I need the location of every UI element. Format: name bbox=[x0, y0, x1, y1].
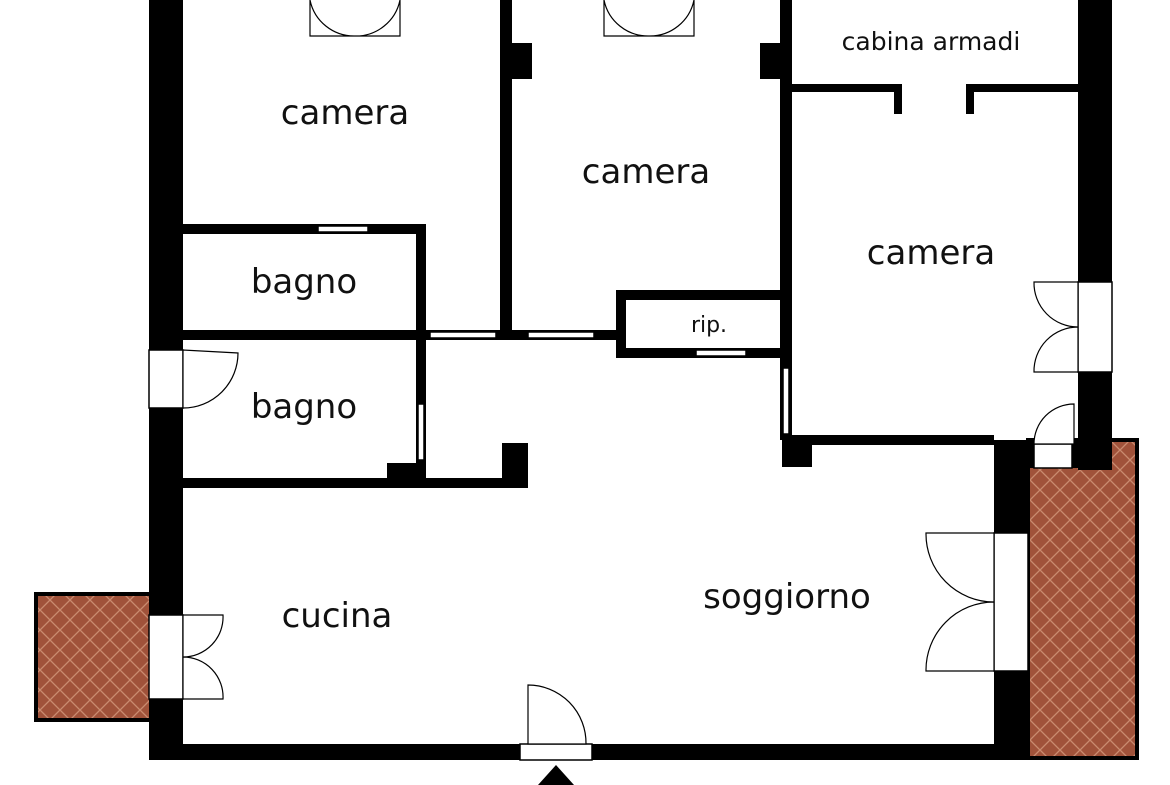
room-label-soggiorno: soggiorno bbox=[703, 577, 871, 617]
door-swing-entrance bbox=[527, 684, 587, 745]
door-balcony-opening bbox=[1033, 443, 1073, 469]
door-swing-camera1 bbox=[309, 0, 401, 37]
window-soggiorno bbox=[993, 532, 1029, 672]
room-label-bagno-1: bagno bbox=[251, 262, 357, 302]
wall-bagno-divider bbox=[183, 330, 623, 340]
wall-cabina-stub-right bbox=[966, 84, 974, 114]
window-bagno2-outer bbox=[148, 349, 184, 409]
room-label-bagno-2: bagno bbox=[251, 387, 357, 427]
window-bagno1 bbox=[317, 225, 369, 233]
room-label-ripostiglio: rip. bbox=[691, 313, 727, 338]
wall-outer-right-upper bbox=[1078, 0, 1112, 470]
wall-pillar-c bbox=[782, 435, 812, 467]
doorway-camera3 bbox=[782, 367, 790, 435]
room-label-camera-2: camera bbox=[582, 152, 710, 192]
wall-cabina-bottom-right bbox=[966, 84, 1078, 92]
doorway-camera2 bbox=[527, 331, 595, 339]
wall-bagno1-top bbox=[183, 224, 425, 234]
wall-rip-top bbox=[616, 290, 786, 300]
wall-cabina-stub-left bbox=[894, 84, 902, 114]
wall-pillar-e bbox=[502, 443, 528, 488]
door-swing-cucina bbox=[182, 614, 224, 700]
wall-camera3-bottom bbox=[792, 435, 994, 445]
door-swing-soggiorno bbox=[925, 532, 995, 672]
wall-pillar-d bbox=[387, 463, 417, 483]
window-camera3-outer bbox=[1077, 281, 1113, 373]
doorway-bagno2 bbox=[417, 403, 425, 461]
door-swing-balcony bbox=[1033, 403, 1075, 445]
wall-cabina-bottom-left bbox=[792, 84, 902, 92]
entrance-threshold bbox=[519, 743, 593, 761]
room-label-cabina-armadi: cabina armadi bbox=[842, 27, 1021, 56]
entrance-arrow-icon bbox=[538, 765, 574, 785]
wall-bagno1-right bbox=[416, 224, 426, 340]
window-rip bbox=[695, 349, 747, 357]
terrace-left bbox=[34, 592, 154, 722]
door-swing-camera2 bbox=[603, 0, 695, 37]
room-label-camera-1: camera bbox=[281, 93, 409, 133]
door-swing-bagno2 bbox=[182, 349, 239, 409]
wall-pillar-a bbox=[512, 43, 532, 79]
door-swing-camera3 bbox=[1033, 281, 1079, 373]
room-label-cucina: cucina bbox=[282, 596, 393, 636]
wall-camera2-right bbox=[780, 0, 792, 440]
room-label-camera-3: camera bbox=[867, 233, 995, 273]
window-cucina-outer bbox=[148, 614, 184, 700]
wall-pillar-b bbox=[760, 43, 782, 79]
doorway-bagno1 bbox=[429, 331, 497, 339]
wall-bagno2-bottom bbox=[183, 478, 528, 488]
terrace-right bbox=[1026, 438, 1139, 760]
wall-camera1-right bbox=[500, 0, 512, 340]
wall-rip-left bbox=[616, 290, 626, 358]
